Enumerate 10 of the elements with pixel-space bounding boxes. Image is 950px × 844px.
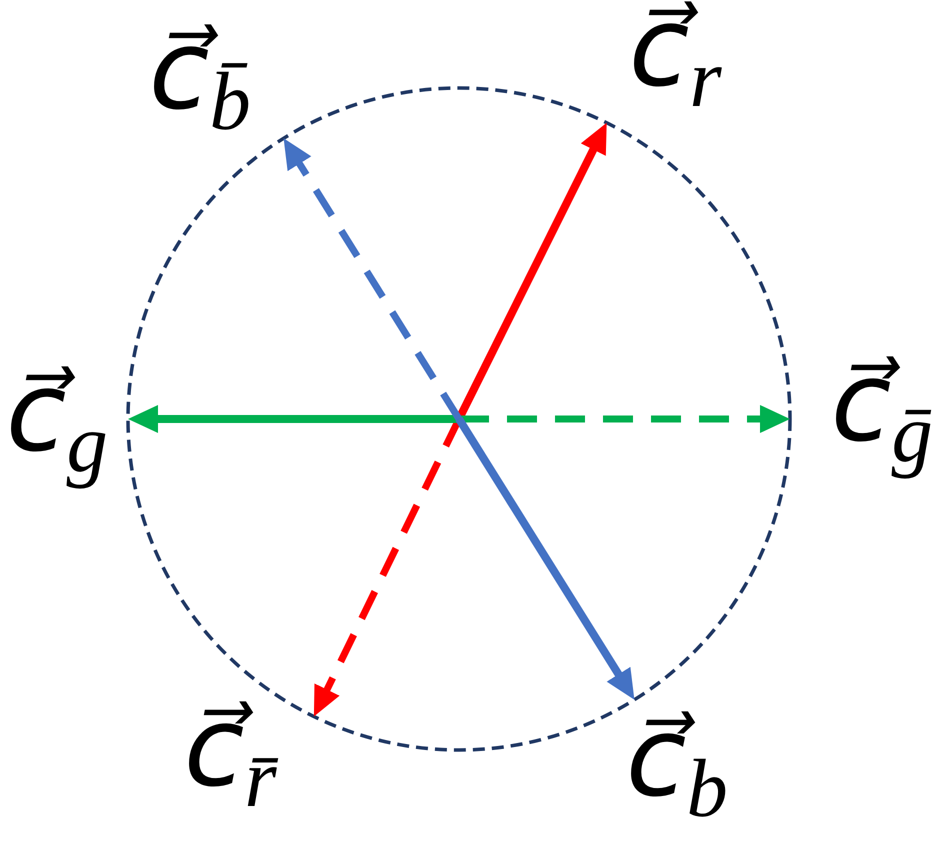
vector-label: c⃗$_{g}$ bbox=[6, 367, 108, 486]
dashed-arrow bbox=[459, 405, 790, 433]
arrow bbox=[456, 416, 634, 700]
vector-label: c⃗$_{r}$ bbox=[629, 2, 722, 122]
vector-label: c⃗$_{ḡ}$ bbox=[831, 357, 933, 476]
vector-label: c⃗$_{b}$ bbox=[626, 712, 728, 832]
dashed-arrow bbox=[284, 138, 462, 421]
vector-label: c⃗$_{r̄}$ bbox=[184, 702, 277, 822]
arrow bbox=[128, 405, 459, 433]
vector-label: c⃗$_{b̄}$ bbox=[149, 25, 251, 144]
